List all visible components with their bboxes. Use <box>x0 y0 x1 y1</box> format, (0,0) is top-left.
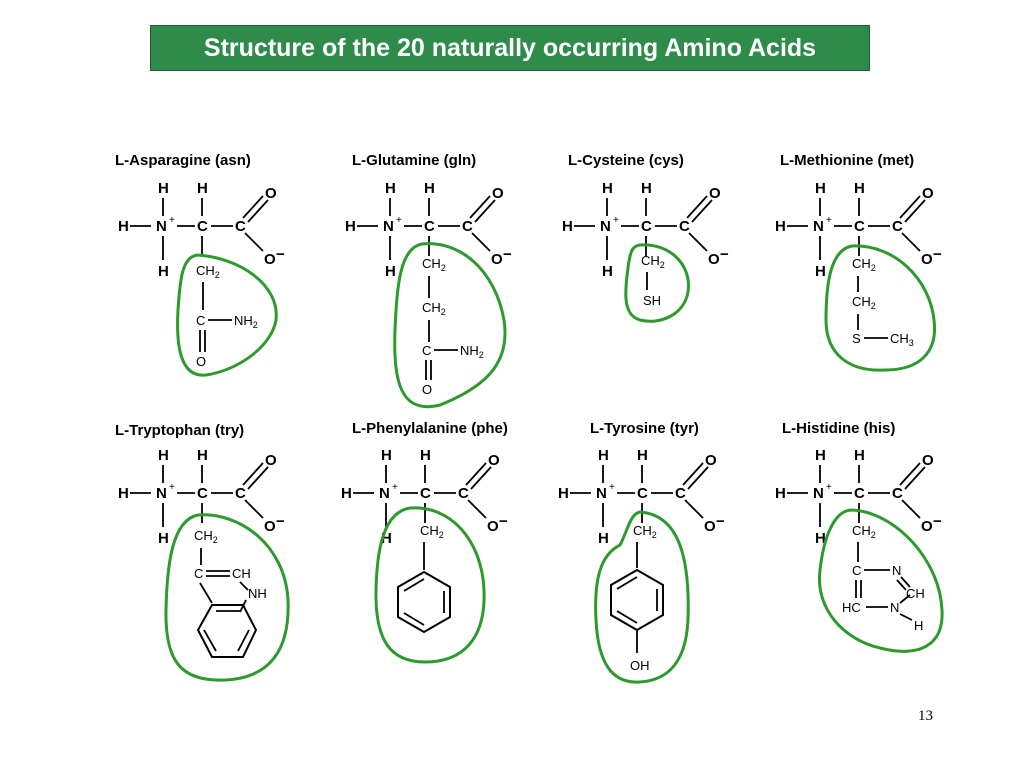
svg-text:CH2: CH2 <box>196 263 220 280</box>
amino-acid-name: L-Histidine (his) <box>782 420 895 437</box>
svg-text:CH2: CH2 <box>641 253 665 270</box>
slide-title-banner: Structure of the 20 naturally occurring … <box>150 25 870 71</box>
amino-acid-name: L-Tyrosine (tyr) <box>590 420 699 437</box>
svg-text:NH: NH <box>248 586 267 601</box>
svg-text:CH2: CH2 <box>852 256 876 273</box>
svg-text:O: O <box>422 382 432 397</box>
amino-acid-phenylalanine: L-Phenylalanine (phe) CH2 <box>340 420 509 664</box>
svg-text:O: O <box>196 354 206 369</box>
svg-text:CH: CH <box>906 586 925 601</box>
side-chain-highlight <box>176 253 278 377</box>
svg-text:CH: CH <box>232 566 251 581</box>
svg-text:C: C <box>422 343 431 358</box>
side-chain-highlight <box>374 506 486 664</box>
side-chain-highlight <box>817 508 944 653</box>
svg-text:H: H <box>914 618 923 633</box>
svg-text:HC: HC <box>842 600 861 615</box>
svg-text:OH: OH <box>630 658 650 673</box>
amino-acid-cysteine: L-Cysteine (cys) CH2 SH <box>561 152 730 323</box>
amino-acid-name: L-Methionine (met) <box>780 152 914 169</box>
amino-acid-tyrosine: L-Tyrosine (tyr) CH2 OH <box>557 420 726 684</box>
side-chain-highlight <box>594 510 690 684</box>
svg-text:CH2: CH2 <box>852 294 876 311</box>
page-number: 13 <box>918 708 933 724</box>
svg-text:CH2: CH2 <box>852 523 876 540</box>
side-chain-highlight <box>393 242 507 409</box>
svg-text:C: C <box>194 566 203 581</box>
amino-acid-name: L-Tryptophan (try) <box>115 422 244 439</box>
svg-text:S: S <box>852 331 861 346</box>
svg-text:CH3: CH3 <box>890 331 914 348</box>
amino-acid-name: L-Cysteine (cys) <box>568 152 684 169</box>
amino-acid-histidine: L-Histidine (his) CH2 C N CH HC N H <box>774 420 944 653</box>
slide-title: Structure of the 20 naturally occurring … <box>203 33 817 62</box>
svg-text:C: C <box>196 313 205 328</box>
svg-text:CH2: CH2 <box>633 523 657 540</box>
side-chain-highlight <box>824 244 937 372</box>
amino-acid-glutamine: L-Glutamine (gln) CH2 CH2 C NH2 O <box>344 152 513 409</box>
svg-text:N: N <box>890 600 899 615</box>
amino-acid-name: L-Phenylalanine (phe) <box>352 420 508 437</box>
svg-text:CH2: CH2 <box>194 528 218 545</box>
svg-text:N: N <box>892 563 901 578</box>
amino-acid-name: L-Asparagine (asn) <box>115 152 251 169</box>
svg-text:NH2: NH2 <box>234 313 258 330</box>
svg-text:NH2: NH2 <box>460 343 484 360</box>
svg-text:CH2: CH2 <box>422 256 446 273</box>
amino-acid-name: L-Glutamine (gln) <box>352 152 476 169</box>
svg-text:C: C <box>852 563 861 578</box>
amino-acid-methionine: L-Methionine (met) CH2 CH2 S CH3 <box>774 152 943 372</box>
svg-text:CH2: CH2 <box>422 300 446 317</box>
svg-text:CH2: CH2 <box>420 523 444 540</box>
amino-acid-tryptophan: L-Tryptophan (try) CH2 C CH NH <box>115 422 290 682</box>
side-chain-highlight <box>624 243 690 323</box>
side-chain-highlight <box>164 513 290 682</box>
svg-text:SH: SH <box>643 293 661 308</box>
amino-acid-asparagine: L-Asparagine (asn) CH2 C NH2 O <box>115 152 286 377</box>
